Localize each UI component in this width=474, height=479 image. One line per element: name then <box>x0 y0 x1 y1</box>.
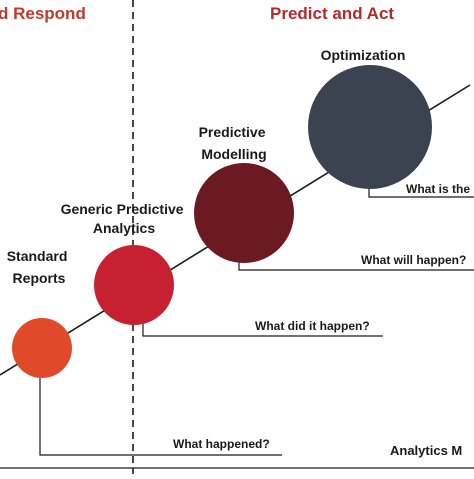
optimization-circle <box>308 65 432 189</box>
bracket-generic-predictive <box>142 322 383 337</box>
bracket-optimization <box>368 188 474 198</box>
axis-label: Analytics M <box>390 443 462 458</box>
optimization-label: Optimization <box>321 47 406 63</box>
generic-predictive-circle <box>94 245 174 325</box>
question-optimization: What is the <box>406 182 470 196</box>
standard-reports-circle <box>12 318 72 378</box>
predictive-modelling-label: Predictive Modelling <box>199 124 270 162</box>
generic-predictive-label: Generic Predictive Analytics <box>61 201 188 236</box>
bracket-predictive-modelling <box>238 260 474 271</box>
bracket-standard-reports <box>39 378 282 456</box>
question-what-will-happen: What will happen? <box>361 253 466 267</box>
question-why-did-it-happen: What did it happen? <box>255 319 370 333</box>
standard-reports-label: Standard Reports <box>7 248 72 286</box>
header-left: d Respond <box>0 4 86 23</box>
question-what-happened: What happened? <box>173 437 270 451</box>
predictive-modelling-circle <box>194 163 294 263</box>
header-right: Predict and Act <box>270 4 394 23</box>
